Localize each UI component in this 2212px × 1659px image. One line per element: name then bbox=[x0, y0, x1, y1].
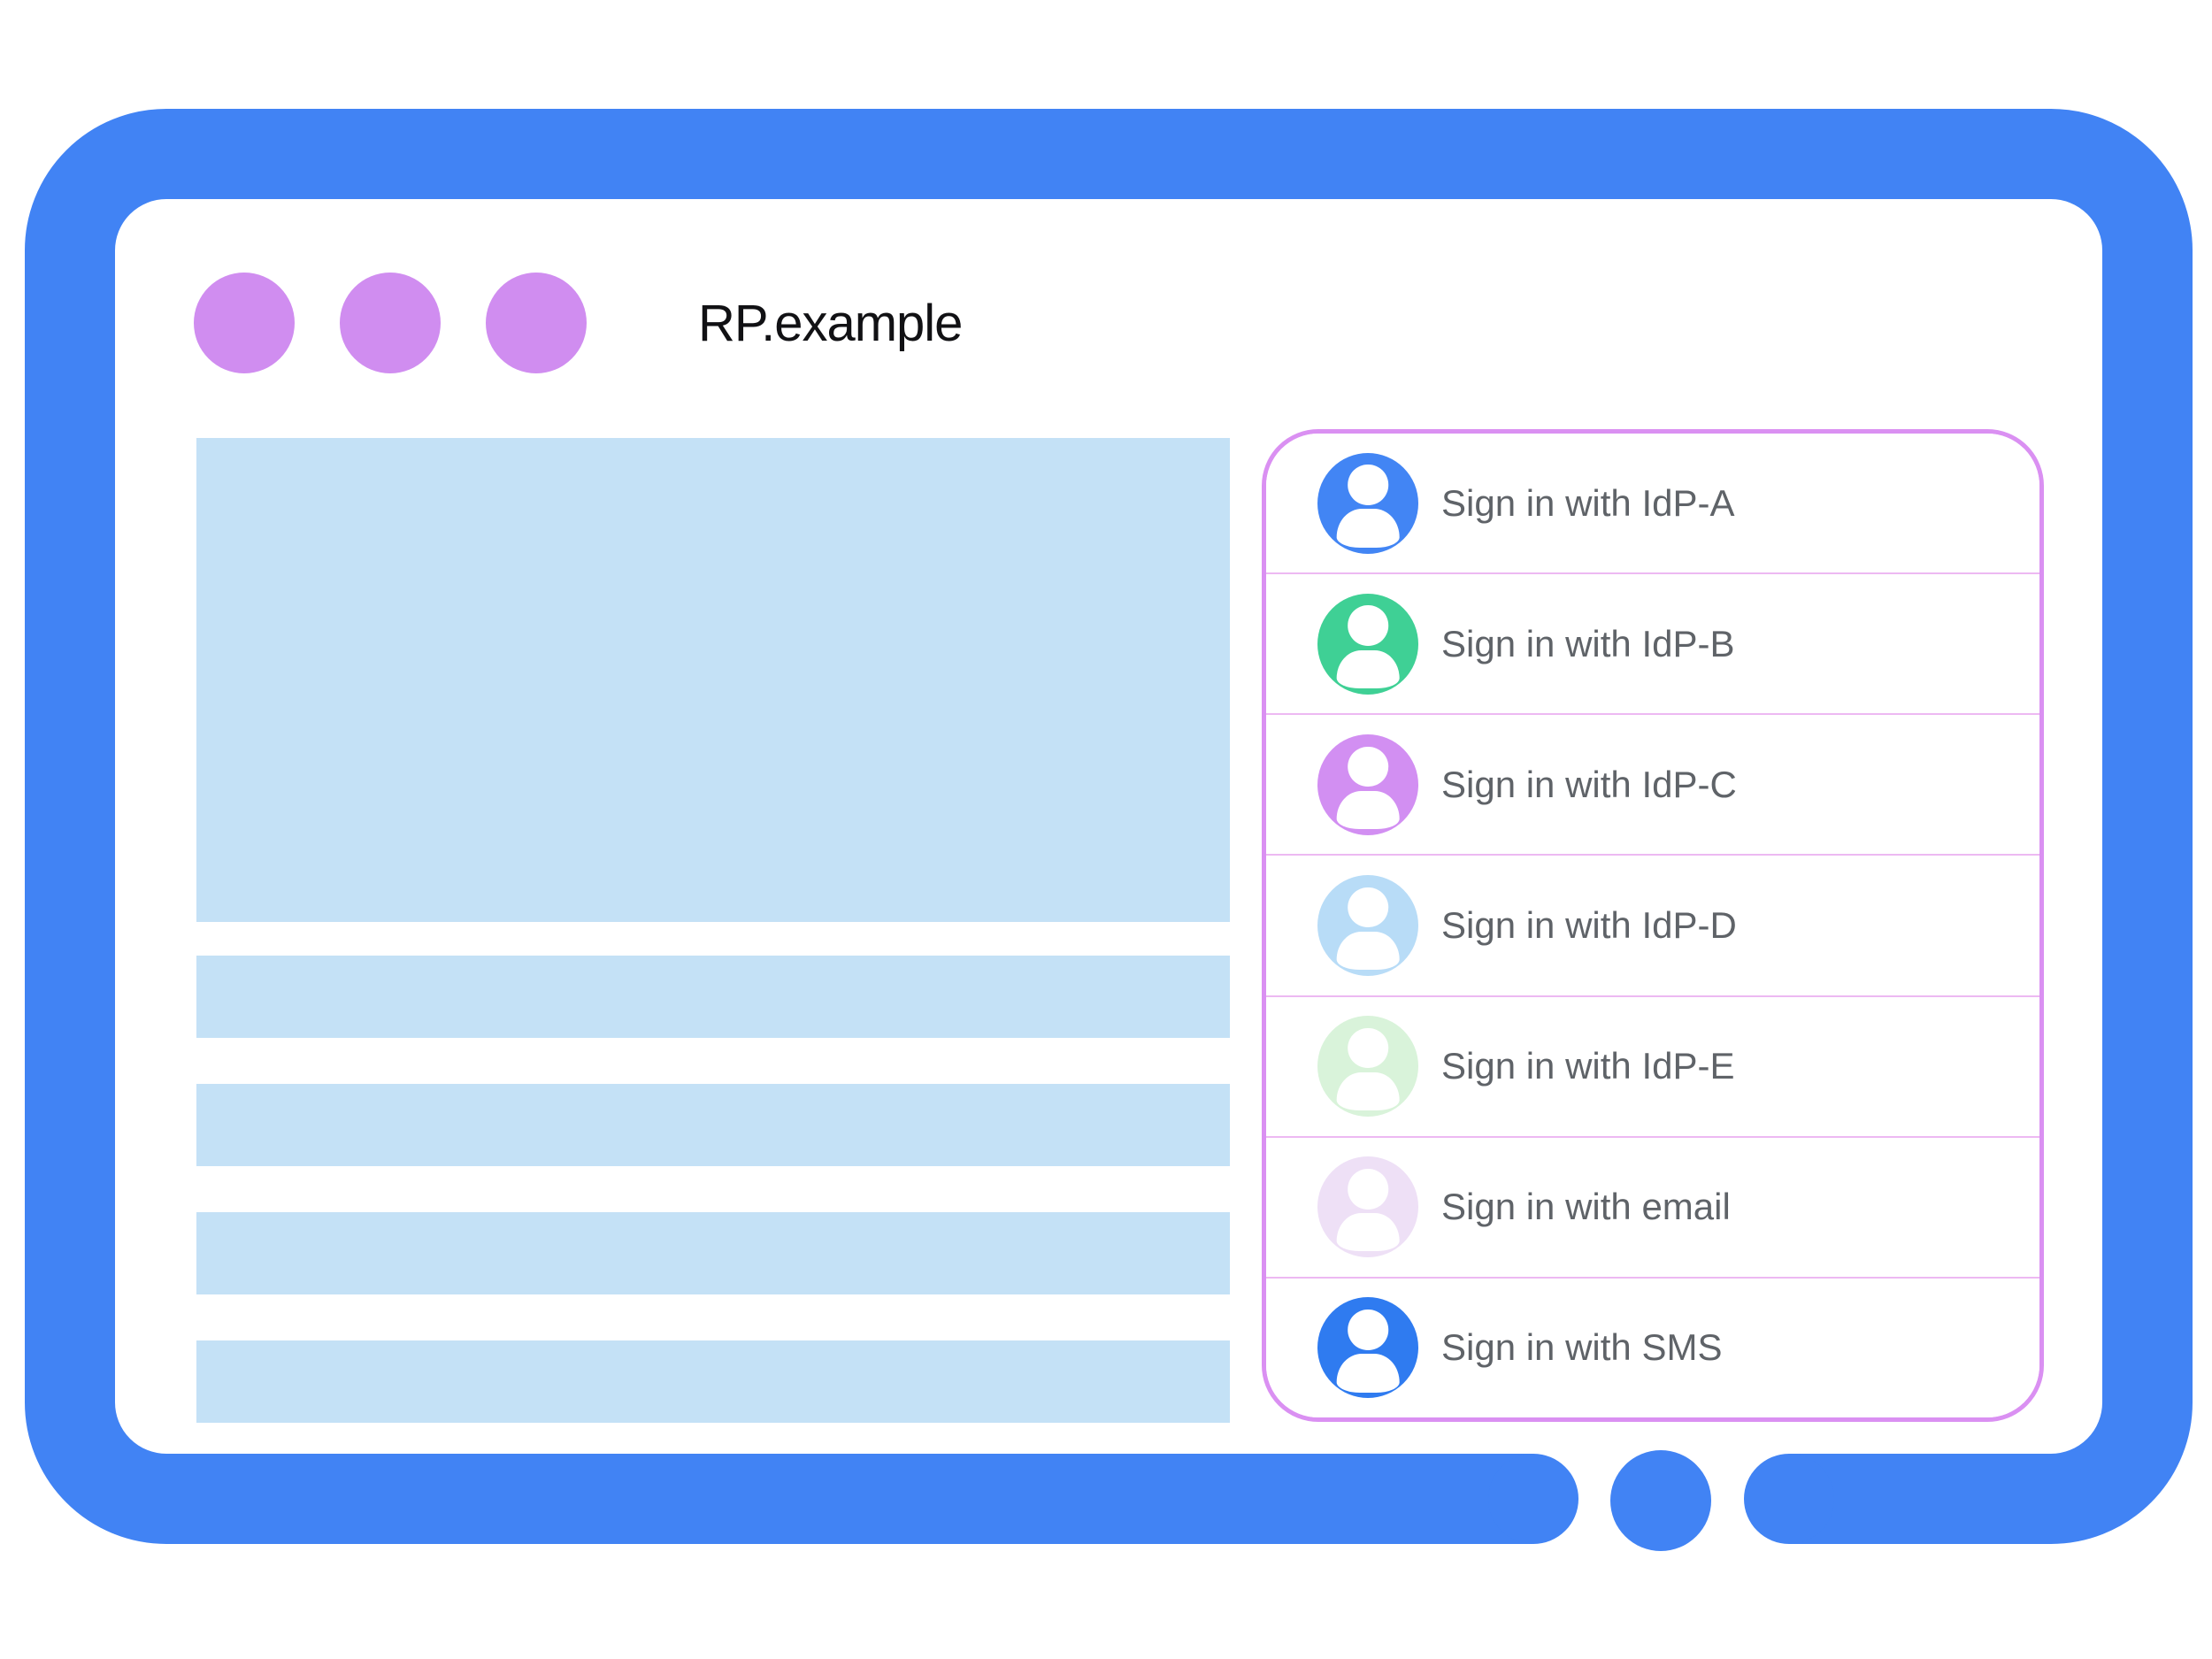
person-head-icon bbox=[1348, 465, 1388, 505]
bezel-band-left-cap bbox=[1488, 1454, 1578, 1544]
account-circle-icon bbox=[1317, 452, 1418, 554]
content-bar-placeholder bbox=[196, 1084, 1230, 1166]
signin-option-sms[interactable]: Sign in with SMS bbox=[1266, 1276, 2039, 1417]
signin-option-email[interactable]: Sign in with email bbox=[1266, 1135, 2039, 1277]
window-control-dot-icon[interactable] bbox=[194, 273, 295, 373]
signin-panel: Sign in with IdP-A Sign in with IdP-B Si… bbox=[1262, 429, 2044, 1422]
bezel-band-right-cap bbox=[1744, 1454, 1834, 1544]
account-circle-icon bbox=[1317, 1297, 1418, 1399]
window-control-dot-icon[interactable] bbox=[340, 273, 441, 373]
account-circle-icon bbox=[1317, 1016, 1418, 1118]
person-head-icon bbox=[1348, 1027, 1388, 1069]
person-torso-icon bbox=[1336, 509, 1400, 548]
person-torso-icon bbox=[1336, 790, 1400, 829]
content-bar-placeholder bbox=[196, 1212, 1230, 1294]
signin-option-idp-c[interactable]: Sign in with IdP-C bbox=[1266, 713, 2039, 855]
account-circle-icon bbox=[1317, 733, 1418, 835]
account-circle-icon bbox=[1317, 874, 1418, 976]
signin-option-idp-b[interactable]: Sign in with IdP-B bbox=[1266, 572, 2039, 714]
person-torso-icon bbox=[1336, 649, 1400, 688]
person-torso-icon bbox=[1336, 1213, 1400, 1252]
hero-placeholder-block bbox=[196, 438, 1230, 922]
signin-option-label: Sign in with IdP-A bbox=[1441, 481, 1735, 524]
page-title: RP.example bbox=[698, 294, 963, 352]
person-torso-icon bbox=[1336, 931, 1400, 971]
signin-option-idp-a[interactable]: Sign in with IdP-A bbox=[1266, 434, 2039, 573]
signin-option-label: Sign in with SMS bbox=[1441, 1326, 1723, 1369]
window-control-dot-icon[interactable] bbox=[486, 273, 587, 373]
signin-option-idp-d[interactable]: Sign in with IdP-D bbox=[1266, 854, 2039, 995]
signin-option-label: Sign in with IdP-C bbox=[1441, 763, 1737, 805]
person-head-icon bbox=[1348, 1310, 1388, 1350]
person-head-icon bbox=[1348, 746, 1388, 787]
content-bar-placeholder bbox=[196, 956, 1230, 1038]
account-circle-icon bbox=[1317, 593, 1418, 695]
person-head-icon bbox=[1348, 605, 1388, 646]
person-head-icon bbox=[1348, 1168, 1388, 1210]
person-torso-icon bbox=[1336, 1354, 1400, 1393]
signin-option-label: Sign in with IdP-D bbox=[1441, 903, 1737, 946]
account-circle-icon bbox=[1317, 1156, 1418, 1258]
browser-chrome-bar: RP.example bbox=[194, 273, 963, 373]
signin-option-idp-e[interactable]: Sign in with IdP-E bbox=[1266, 995, 2039, 1136]
signin-option-label: Sign in with IdP-B bbox=[1441, 622, 1735, 664]
content-bars bbox=[196, 956, 1230, 1469]
signin-option-label: Sign in with IdP-E bbox=[1441, 1045, 1735, 1087]
signin-option-label: Sign in with email bbox=[1441, 1186, 1731, 1228]
person-head-icon bbox=[1348, 887, 1388, 928]
content-bar-placeholder bbox=[196, 1340, 1230, 1423]
person-torso-icon bbox=[1336, 1071, 1400, 1111]
home-button[interactable] bbox=[1610, 1450, 1711, 1551]
